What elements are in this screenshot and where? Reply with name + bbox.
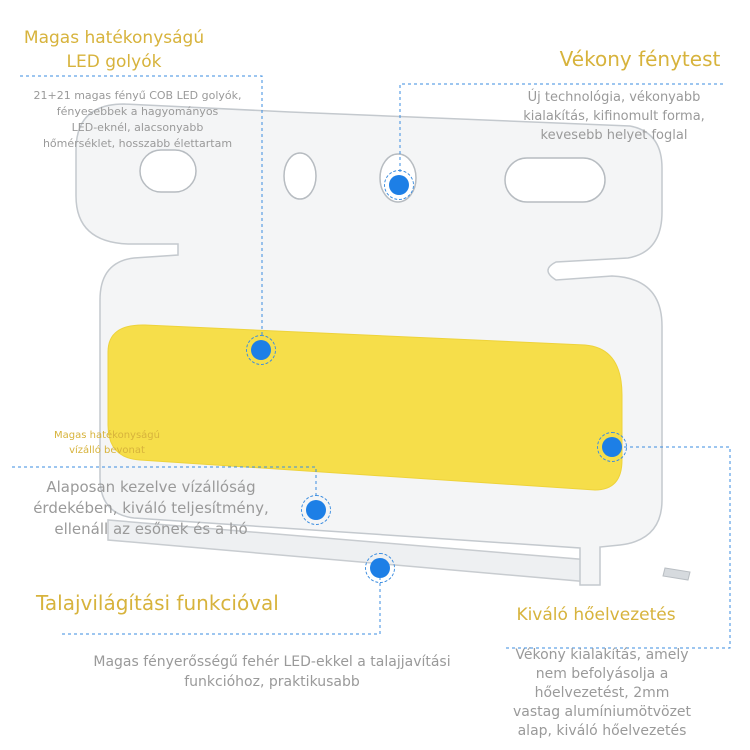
led-beads-desc-line: 21+21 magas fényű COB LED golyók,: [33, 89, 242, 102]
mount-slot-right: [504, 157, 606, 203]
ground-light-title: Talajvilágítási funkcióval: [36, 591, 279, 615]
waterproof-title-line1: Magas hatékonyságú: [54, 430, 160, 441]
led-beads-desc-line: LED-eknél, alacsonyabb: [71, 121, 204, 134]
waterproof-description: Alaposan kezelve vízállóság érdekében, k…: [22, 477, 280, 540]
mount-hole-1: [283, 152, 317, 200]
heat-title: Kiváló hőelvezetés: [516, 605, 676, 625]
heat-desc-line: hőelvezetést, 2mm: [534, 685, 670, 701]
thin-body-desc-line: Új technológia, vékonyabb: [527, 90, 701, 105]
led-beads-description: 21+21 magas fényű COB LED golyók, fényes…: [10, 88, 265, 152]
led-beads-desc-line: fényesebbek a hagyományos: [56, 105, 219, 118]
thin-body-description: Új technológia, vékonyabb kialakítás, ki…: [498, 88, 730, 145]
thin-body-desc-line: kevesebb helyet foglal: [540, 128, 688, 143]
thin-body-desc-line: kialakítás, kifinomult forma,: [523, 109, 705, 124]
waterproof-desc-line: érdekében, kiváló teljesítmény,: [33, 499, 269, 517]
heat-description: Vékony kialakítás, amely nem befolyásolj…: [496, 646, 708, 741]
led-beads-title-line1: Magas hatékonyságú: [23, 28, 205, 48]
hotspot-thin-body[interactable]: [384, 170, 414, 200]
waterproof-title-line2: vízálló bevonat: [69, 445, 145, 456]
hotspot-heat-dissipation[interactable]: [597, 432, 627, 462]
waterproof-desc-line: Alaposan kezelve vízállóság: [46, 478, 256, 496]
waterproof-title: Magas hatékonyságú vízálló bevonat: [32, 428, 182, 458]
ground-light-desc-line: funkcióhoz, praktikusabb: [184, 674, 360, 690]
ground-light-description: Magas fényerősségű fehér LED-ekkel a tal…: [62, 652, 482, 692]
heat-desc-line: alap, kiváló hőelvezetés: [517, 723, 687, 739]
led-beads-desc-line: hőmérséklet, hosszabb élettartam: [42, 137, 233, 150]
heat-desc-line: vastag alumíniumötvözet: [512, 704, 692, 720]
ground-light-desc-line: Magas fényerősségű fehér LED-ekkel a tal…: [93, 654, 451, 670]
mount-slot-left: [139, 149, 197, 193]
hotspot-led-beads[interactable]: [246, 335, 276, 365]
hotspot-waterproof[interactable]: [301, 495, 331, 525]
hotspot-ground-light[interactable]: [365, 553, 395, 583]
thin-body-title: Vékony fénytest: [559, 47, 721, 71]
led-beads-title: Magas hatékonyságú LED golyók: [20, 26, 208, 74]
led-beads-title-line2: LED golyók: [66, 52, 162, 72]
heat-desc-line: Vékony kialakítás, amely: [515, 647, 689, 663]
waterproof-desc-line: ellenáll az esőnek és a hó: [54, 520, 248, 538]
heat-desc-line: nem befolyásolja a: [535, 666, 669, 682]
metal-pin: [662, 567, 691, 581]
